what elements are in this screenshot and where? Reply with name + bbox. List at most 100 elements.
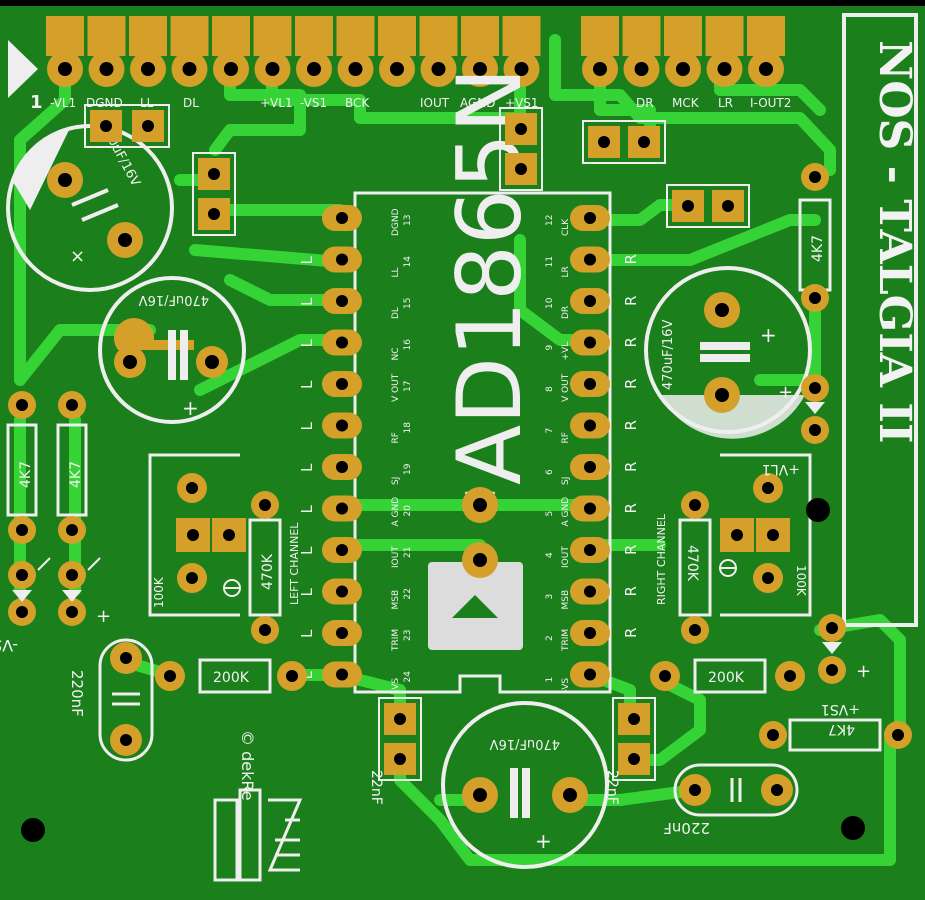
ic-pin-num-left: 19 [403, 463, 413, 475]
led-right-top [801, 374, 829, 444]
ic-pin-num-right: 1 [545, 677, 555, 683]
header-right-label: MCK [672, 96, 700, 110]
right-channel-letter: R [622, 462, 640, 472]
ic-hole [584, 378, 596, 390]
ic-pin-name-right: -VS [561, 678, 571, 693]
header-pin-tab [622, 16, 661, 56]
header-pin-tab [129, 16, 167, 56]
right-channel-letter: R [622, 296, 640, 306]
header-pin-hole [431, 62, 446, 76]
ic-pin-num-right: 5 [545, 511, 555, 517]
ic-pin-name-right: RF [561, 432, 571, 443]
svg-text:4K7: 4K7 [18, 461, 34, 488]
vs1-vl1-left-label: -VS1 -VL1 [0, 636, 18, 655]
resistor-4k7-right-bottom: 4K7 [759, 718, 912, 752]
svg-text:+: + [182, 396, 199, 420]
ic-pin-name-right: SJ [561, 477, 571, 485]
svg-text:4K7: 4K7 [68, 461, 84, 488]
header-pin-tab [461, 16, 499, 56]
header-pin-hole [348, 62, 363, 76]
header-pin-tab [664, 16, 702, 56]
cap-220n-left: 220nF [68, 638, 154, 762]
ic-pin-num-left: 22 [403, 588, 413, 599]
svg-text:200K: 200K [213, 670, 250, 686]
vs1-right-label: +VS1 [821, 701, 860, 717]
ic-hole [336, 668, 348, 681]
resistor-4k7-right-top: 4K7 [798, 163, 832, 312]
header-pin-hole [58, 62, 72, 76]
header-pin-hole [759, 62, 773, 76]
right-channel-letter: R [622, 545, 640, 555]
resistor-470k-right: 470K [678, 491, 712, 644]
resistor-470k-left: 470K [248, 491, 282, 644]
left-channel-letter: L [298, 629, 316, 638]
ic-pin-name-right: MSB [561, 590, 571, 610]
board-title: NOS - TALGIA II [869, 40, 920, 443]
header-pin-tab [502, 16, 541, 56]
left-channel-label: LEFT CHANNEL [288, 522, 301, 605]
header-pin-hole [307, 62, 321, 76]
ic-hole [336, 336, 348, 349]
jumper-outlines [84, 104, 750, 781]
ic-pin-name-left: A GND [391, 497, 401, 527]
svg-text:470K: 470K [684, 545, 700, 582]
ic-pin-name-left: LL [391, 267, 401, 277]
cap-470-mid-left: 470uF/16V + [98, 276, 246, 424]
ic-hole [584, 295, 596, 307]
header-pin-tab [581, 16, 619, 56]
trimmer-100k-right: 100K [719, 453, 812, 617]
pin1-marker: 1 [30, 92, 43, 113]
ic-pin-num-left: 13 [403, 215, 413, 226]
ic-pin-name-left: IOUT [391, 546, 401, 568]
ic-pin-name-right: CLK [561, 218, 571, 236]
led-left-a [8, 557, 51, 626]
svg-text:+: + [760, 323, 777, 347]
header-pin-hole [514, 62, 529, 76]
header-pin-tab [419, 16, 458, 56]
header-left-label: AGND [460, 96, 496, 110]
header-left-label: DGND [86, 96, 123, 110]
title-box: NOS - TALGIA II [842, 13, 920, 627]
ic-pin-name-right: A GND [561, 497, 571, 527]
ic-pin-num-left: 21 [403, 547, 413, 558]
svg-text:200K: 200K [708, 670, 745, 686]
left-channel-letter: L [298, 463, 316, 472]
ic-pin-num-left: 24 [403, 671, 413, 683]
ic-outline [353, 191, 612, 694]
header-pin-hole [265, 62, 280, 76]
header-pin-tab [747, 16, 785, 56]
right-channel-letter: R [622, 420, 640, 430]
header-left-label: LL [140, 96, 154, 110]
ic-pin-num-left: 18 [403, 422, 413, 434]
vl1-right-label: +VL1 [762, 461, 800, 477]
header-left-label: IOUT [420, 96, 450, 110]
ic-pin-name-left: NC [391, 347, 401, 360]
header-pin-hole [99, 62, 114, 76]
svg-text:220nF: 220nF [663, 819, 710, 837]
header-pin-hole [676, 62, 690, 76]
ic-pin-name-left: DL [391, 307, 401, 319]
header-pin-hole [593, 62, 607, 76]
header-left-label: BCK [345, 96, 370, 110]
ic-pin-name-left: -VS [391, 678, 401, 693]
ic-hole [584, 502, 596, 515]
led-left-b [58, 557, 101, 626]
credit-label: © dekRe [238, 730, 257, 801]
cap-470-right: 470uF/16V + [644, 266, 812, 439]
header-pin-hole [717, 62, 732, 76]
svg-text:4K7: 4K7 [810, 235, 826, 262]
ic-hole [336, 419, 348, 432]
header-left-label: +VS1 [505, 96, 539, 110]
plus-right-bottom: + [856, 661, 871, 682]
ic-pin-num-left: 20 [403, 505, 413, 517]
left-channel-letter: L [298, 256, 316, 265]
left-channel-letter: L [298, 505, 316, 514]
header-pin-tab [705, 16, 744, 56]
ic-hole [584, 627, 596, 639]
ic-pin-num-right: 6 [545, 469, 555, 475]
svg-text:+: + [535, 829, 552, 853]
ic-hole [336, 212, 348, 224]
header-pin-tab [336, 16, 375, 56]
ic-pin-name-right: IOUT [561, 546, 571, 568]
